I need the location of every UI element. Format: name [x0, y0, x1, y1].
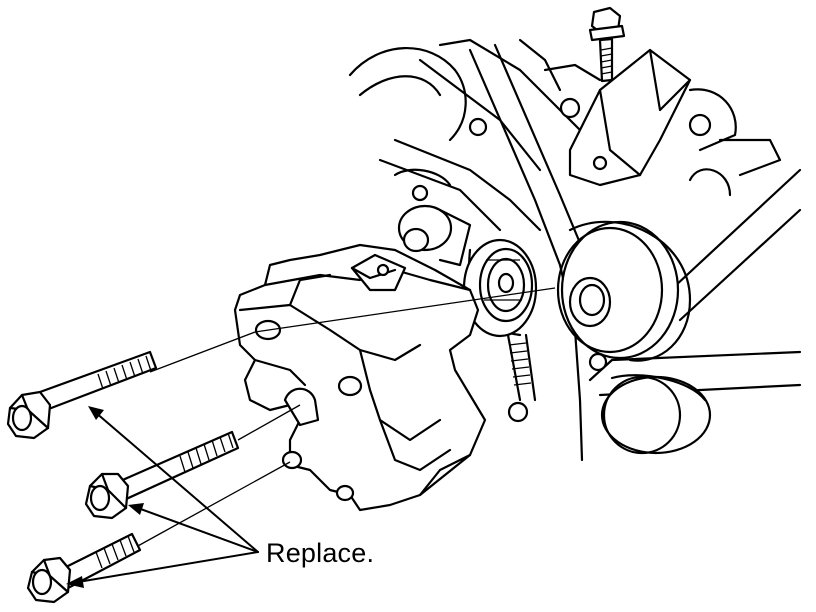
arrow-head-1 — [88, 406, 104, 420]
engine-mount-bracket — [233, 243, 487, 512]
arrow-head-2 — [128, 503, 144, 515]
lower-roller — [600, 374, 712, 455]
alignment-lines — [135, 287, 556, 548]
replace-callout-label: Replace. — [266, 538, 375, 568]
arrow-head-3 — [66, 576, 84, 588]
mount-bolt-1 — [6, 350, 158, 440]
tensioner — [397, 204, 537, 423]
main-pulley — [556, 220, 692, 372]
top-bolt — [588, 6, 626, 83]
mount-bolt-2 — [84, 430, 240, 520]
upper-bracket — [568, 48, 782, 197]
callout-arrows — [66, 406, 259, 588]
engine-block — [348, 38, 602, 232]
idler-pulley — [462, 238, 538, 338]
mount-bolt-3 — [26, 532, 142, 604]
